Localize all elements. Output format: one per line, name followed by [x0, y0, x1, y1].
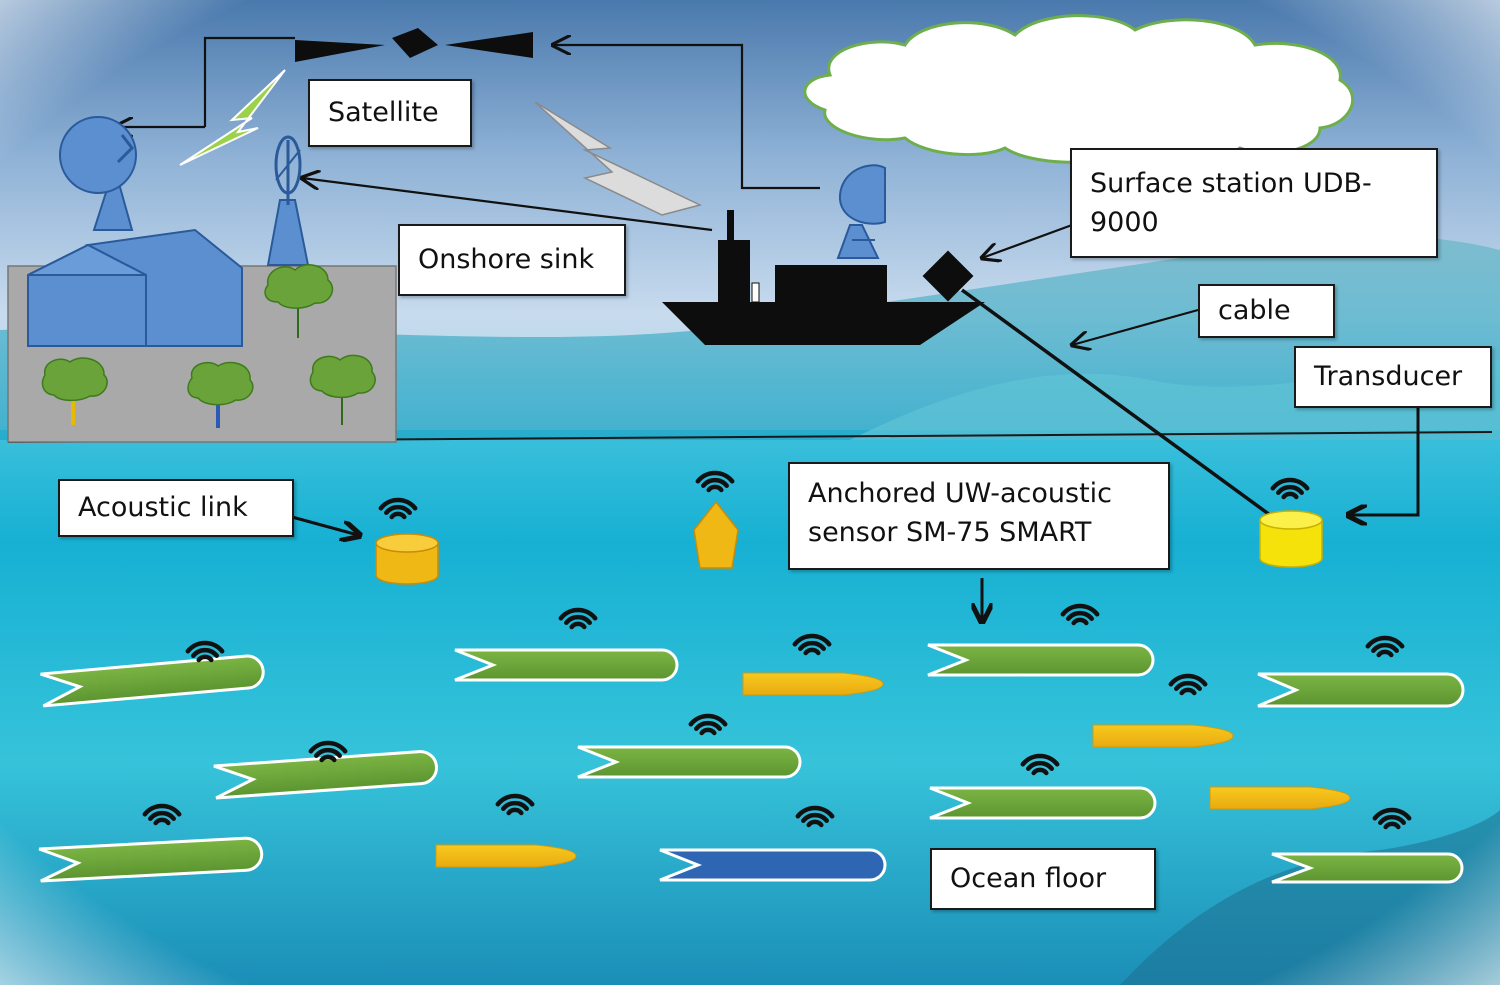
satellite-right-panel	[445, 32, 533, 58]
lightning-bolt-icon	[179, 69, 286, 166]
anchored-sensor-label: Anchored UW-acoustic sensor SM-75 SMART	[788, 462, 1170, 570]
sensor-layer	[38, 643, 1465, 884]
uw-torpedo-sensor	[435, 844, 577, 868]
acoustic-signal-icon	[185, 640, 225, 663]
onshore-sink-label: Onshore sink	[398, 224, 626, 296]
cable-label-text: cable	[1218, 295, 1291, 327]
acoustic-signal-icon	[792, 633, 832, 656]
tree-icon	[41, 357, 108, 425]
uw-torpedo-sensor	[1209, 786, 1351, 810]
cable-label: cable	[1198, 284, 1335, 338]
uw-torpedo-sensor	[742, 672, 884, 696]
dish-antenna-icon	[59, 116, 137, 231]
radio-tower-icon	[266, 135, 310, 266]
uw-sensor-node	[929, 786, 1157, 820]
acoustic-signal-icon	[1365, 635, 1405, 658]
acoustic-signal-icon	[1270, 477, 1310, 500]
ship-dish-icon	[836, 164, 886, 259]
tree-icon	[187, 361, 254, 428]
uw-sensor-node	[38, 836, 264, 883]
uw-sensor-node	[577, 745, 802, 779]
surface-station-label: Surface station UDB-9000	[1070, 148, 1438, 258]
satellite-label-text: Satellite	[328, 97, 439, 129]
roof	[27, 243, 147, 276]
acoustic-signal-icon	[558, 607, 598, 630]
surface-station-arrow	[982, 223, 1073, 258]
ship-to-onshore-arrow	[302, 178, 713, 232]
cable-arrow	[1072, 308, 1199, 345]
cloud-icon	[803, 14, 1354, 164]
cable-line	[960, 288, 1272, 517]
surface-station-box	[922, 250, 974, 302]
uw-sensor-node	[1257, 672, 1465, 708]
transducer-label-text: Transducer	[1314, 361, 1463, 393]
ocean-floor-label-text: Ocean floor	[950, 863, 1107, 895]
onshore-buildings	[27, 228, 243, 347]
satellite-body	[392, 28, 438, 58]
anchored-sensor-label-text: Anchored UW-acoustic sensor SM-75 SMART	[808, 478, 1113, 549]
satellite-label: Satellite	[308, 79, 472, 147]
satellite-uplink-line	[203, 36, 295, 127]
transducer-buoy	[1259, 510, 1323, 568]
ship-to-satellite-arrow	[553, 45, 820, 190]
wireless-bolt-icon	[534, 101, 703, 216]
uw-sensor-node	[454, 648, 679, 682]
acoustic-link-arrow	[291, 515, 358, 535]
uw-sensor-node	[40, 654, 265, 708]
acoustic-signal-icon	[695, 470, 735, 493]
uw-sensor-node	[213, 750, 438, 800]
satellite-left-panel	[295, 40, 385, 62]
acoustic-signal-icon	[378, 497, 418, 520]
tree-icon	[309, 354, 376, 425]
ship-hull	[662, 302, 985, 345]
acoustic-signal-layer	[142, 470, 1412, 830]
acoustic-signal-icon	[1372, 807, 1412, 830]
ship-icon	[662, 210, 985, 345]
acoustic-signal-icon	[1168, 673, 1208, 696]
uw-sensor-node	[927, 643, 1155, 677]
buoy-orange	[375, 533, 439, 585]
surface-station-label-text: Surface station UDB-9000	[1090, 168, 1372, 239]
onshore-sink-label-text: Onshore sink	[418, 244, 595, 276]
satellite-icon	[295, 28, 533, 62]
acoustic-signal-icon	[1020, 753, 1060, 776]
transducer-arrow	[1350, 408, 1420, 515]
acoustic-signal-icon	[1060, 603, 1100, 626]
tree-icon	[264, 264, 334, 338]
acoustic-signal-icon	[308, 740, 348, 763]
acoustic-signal-icon	[142, 803, 182, 826]
ocean-floor-label: Ocean floor	[930, 848, 1156, 910]
uw-torpedo-sensor	[1092, 724, 1234, 748]
uw-sensor-node	[659, 848, 887, 882]
acoustic-link-label: Acoustic link	[58, 479, 294, 537]
uw-sensor-node	[1271, 852, 1464, 884]
transducer-label: Transducer	[1294, 346, 1492, 408]
acoustic-signal-icon	[688, 713, 728, 736]
acoustic-signal-icon	[495, 793, 535, 816]
acoustic-signal-icon	[795, 805, 835, 828]
buoy-pentagon	[693, 500, 739, 569]
acoustic-link-label-text: Acoustic link	[78, 492, 248, 524]
